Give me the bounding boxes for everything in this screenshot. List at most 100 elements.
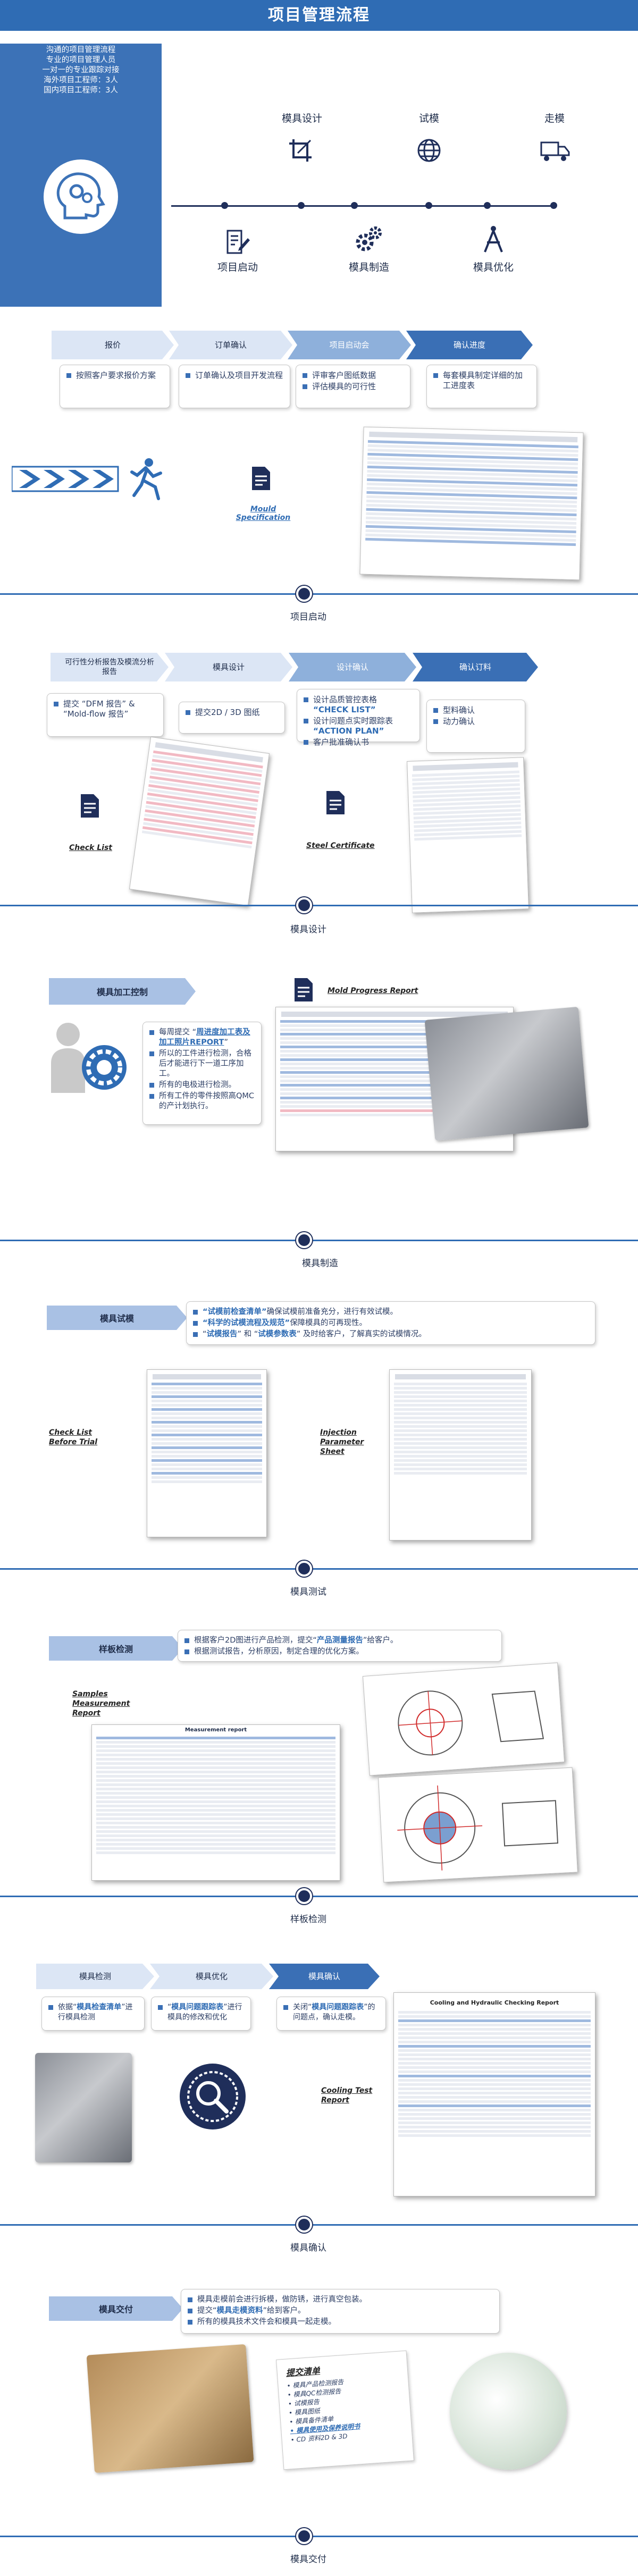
running-arrow-icon xyxy=(12,458,162,500)
bullet-text: 根据客户2D图进行产品检测，提交“ xyxy=(194,1636,317,1645)
bullet-text: ”进行模具的修改和优化 xyxy=(167,2003,242,2022)
inspection-photo xyxy=(35,2053,132,2162)
bullet-box: 设计品质管控表格“CHECK LIST” 设计问题点实时跟踪表“ACTION P… xyxy=(297,689,420,747)
head-gears-icon xyxy=(44,159,118,234)
step-order-confirm: 订单确认 xyxy=(169,331,292,359)
cooling-test-report-label[interactable]: Cooling Test Report xyxy=(321,2086,373,2104)
section-label-design: 模具设计 xyxy=(290,924,326,935)
bullet-item: 所有的电极进行检测。 xyxy=(149,1080,255,1090)
step-mold-approval: 模具确认 xyxy=(269,1964,380,1989)
step-machining-control: 模具加工控制 xyxy=(49,978,196,1005)
step-mold-delivery: 模具交付 xyxy=(49,2296,183,2321)
bullet-text: 关闭“ xyxy=(293,2003,312,2011)
intro-text: 沟通的项目管理流程 专业的项目管理人员 一对一的专业跟踪对接 海外项目工程师：3… xyxy=(11,45,151,96)
timeline-step-trial: 试模 xyxy=(418,113,439,124)
bullet-item: 所有的模具技术文件会和模具一起走模。 xyxy=(188,2317,493,2327)
document-icon xyxy=(81,794,99,818)
process-highlight: “科学的试模流程及规范” xyxy=(203,1319,290,1327)
report-title: Cooling and Hydraulic Checking Report xyxy=(430,1999,559,2006)
step-dfm-analysis: 可行性分析报告及模流分析报告 xyxy=(51,653,169,681)
bullet-item: 客户批准确认书 xyxy=(304,737,413,747)
section-divider xyxy=(0,905,638,906)
bullet-text: 依据“ xyxy=(58,2003,77,2011)
check-list-label[interactable]: Check List xyxy=(69,844,112,852)
samples-measurement-report-label[interactable]: Samples Measurement Report xyxy=(72,1690,130,1718)
timeline-dot xyxy=(484,202,491,209)
magnifier-icon xyxy=(180,2064,246,2129)
checklist-highlight: “试模前检查清单” xyxy=(203,1308,267,1316)
mould-specification-image xyxy=(359,426,584,580)
section-marker xyxy=(296,586,312,602)
packed-mold-photo xyxy=(86,2344,254,2473)
compass-tool-icon xyxy=(484,226,503,252)
check-list-highlight: “CHECK LIST” xyxy=(313,705,376,714)
bullet-text: ” 及时给客户，了解真实的试模情况。 xyxy=(296,1330,426,1338)
step-mold-design: 模具设计 xyxy=(165,653,292,681)
bullet-item: 根据测试报告，分析原因，制定合理的优化方案。 xyxy=(184,1647,495,1657)
bullet-item: 提交“模具走模资料”给到客户。 xyxy=(188,2306,493,2316)
part-drawing-2 xyxy=(378,1767,578,1883)
check-list-before-trial-label[interactable]: Check List Before Trial xyxy=(49,1428,98,1446)
timeline-dot xyxy=(351,202,358,209)
bullet-box: 提交2D / 3D 图纸 xyxy=(179,702,285,734)
action-plan-highlight: “ACTION PLAN” xyxy=(313,726,384,736)
section-label-testing: 模具测试 xyxy=(290,1587,326,1597)
edit-document-icon xyxy=(226,230,250,254)
bullet-item: 根据客户2D图进行产品检测，提交“产品测量报告”给客户。 xyxy=(184,1636,495,1646)
documents-cd-photo xyxy=(450,2353,567,2470)
bullet-text: ”给到客户。 xyxy=(263,2306,306,2315)
injection-parameter-sheet-image xyxy=(389,1369,532,1540)
mould-specification-link[interactable]: Mould Specification xyxy=(236,505,291,522)
document-icon xyxy=(326,791,345,814)
bullet-text: 设计问题点实时跟踪表 xyxy=(313,716,393,726)
bullet-item: 依据“模具检查清单”进行模具检测 xyxy=(48,2002,138,2023)
timeline-dot xyxy=(425,202,432,209)
bullet-text: 保障模具的可再现性。 xyxy=(290,1319,367,1327)
section-marker xyxy=(296,1232,312,1248)
bullet-item: 型料确认 xyxy=(433,705,518,715)
title-bar: 项目管理流程 xyxy=(0,0,638,31)
globe-icon xyxy=(417,139,441,162)
injection-parameter-sheet-label[interactable]: Injection Parameter Sheet xyxy=(320,1428,364,1456)
bullet-item: 评审客户图纸数据 xyxy=(303,371,404,381)
bullet-item: “科学的试模流程及规范”保障模具的可再现性。 xyxy=(193,1318,589,1328)
timeline-line xyxy=(171,205,554,207)
step-mold-trial: 模具试模 xyxy=(47,1306,187,1330)
checklist-item-text: 试模报告 xyxy=(293,2398,320,2407)
bullet-item: “试模前检查清单”确保试模前准备充分，进行有效试模。 xyxy=(193,1307,589,1317)
bullet-box: 订单确认及项目开发流程 xyxy=(179,365,290,408)
section-marker xyxy=(296,1888,312,1904)
intro-line: 海外项目工程师：3人 xyxy=(44,76,118,85)
section-divider xyxy=(0,2224,638,2226)
mold-progress-report-link[interactable]: Mold Progress Report xyxy=(328,987,418,995)
bullet-text: ”给客户。 xyxy=(363,1636,398,1645)
section-divider xyxy=(0,2536,638,2537)
section-divider xyxy=(0,1568,638,1570)
bullet-box: 每周提交 “周进度加工表及加工照片REPORT” 所以的工件进行检测，合格后才能… xyxy=(142,1022,262,1125)
timeline-step-manufacturing: 模具制造 xyxy=(348,262,389,273)
steel-certificate-label[interactable]: Steel Certificate xyxy=(306,841,375,850)
timeline-dot xyxy=(550,202,557,209)
delivery-checklist-card: 提交清单 • 模具产品检测报告 • 模具QC检测报告 • 试模报告 • 模具图纸… xyxy=(276,2350,414,2470)
timeline-dot xyxy=(221,202,228,209)
step-quotation: 报价 xyxy=(52,331,174,359)
section-marker xyxy=(296,2217,312,2233)
section-label-approval: 模具确认 xyxy=(290,2243,326,2253)
bullet-text: ”进行模具检测 xyxy=(58,2003,133,2022)
section-label-delivery: 模具交付 xyxy=(290,2554,326,2565)
bullet-text: 确保试模前准备充分，进行有效试模。 xyxy=(266,1308,398,1316)
bullet-box: 每套模具制定详细的加工进度表 xyxy=(426,365,537,408)
bullet-item: “试模报告” 和 “试模参数表” 及时给客户，了解真实的试模情况。 xyxy=(193,1329,589,1340)
bullet-box: 依据“模具检查清单”进行模具检测 xyxy=(41,1997,145,2031)
bullet-box: 型料确认 动力确认 xyxy=(426,700,525,753)
section-label-kickoff: 项目启动 xyxy=(290,612,326,622)
machining-photos xyxy=(424,1006,589,1141)
bullet-item: 评估模具的可行性 xyxy=(303,382,404,392)
steel-certificate-image xyxy=(407,757,529,913)
bullet-text: ” xyxy=(224,1038,228,1047)
step-material-order: 确认订料 xyxy=(413,653,538,681)
bullet-item: 提交 “DFM 报告” & “Mold-flow 报告” xyxy=(54,699,157,719)
worker-gear-icon xyxy=(51,1023,127,1093)
weekly-report-highlight: 周进度加工表及加工照片REPORT xyxy=(159,1028,250,1047)
check-list-text: CHECK LIST xyxy=(318,705,371,714)
